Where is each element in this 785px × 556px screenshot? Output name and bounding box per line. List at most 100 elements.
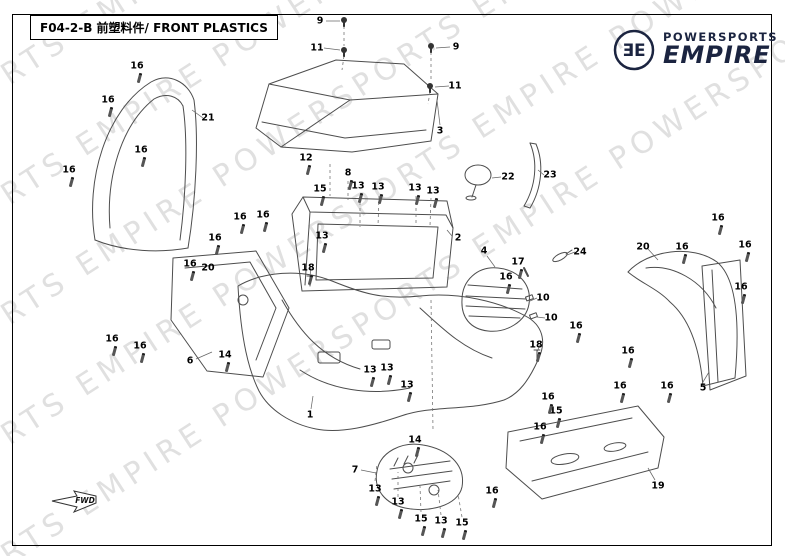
callout-16: 16 <box>101 94 115 106</box>
screw-icon <box>397 508 404 520</box>
callout-20: 20 <box>201 262 215 274</box>
screw-icon <box>575 332 582 344</box>
screw-icon <box>744 251 751 263</box>
callout-13: 13 <box>434 515 448 527</box>
logo-text: POWERSPORTS EMPIRE <box>663 31 778 68</box>
callout-6: 6 <box>186 355 194 367</box>
callout-24: 24 <box>573 246 587 258</box>
callout-16: 16 <box>130 60 144 72</box>
part-hood-3 <box>255 59 439 153</box>
logo-brand-bottom: EMPIRE <box>663 41 771 70</box>
callout-13: 13 <box>315 230 329 242</box>
callout-4: 4 <box>480 245 488 257</box>
part-bumper-7 <box>375 443 464 511</box>
title-box: F04-2-B 前塑料件/ FRONT PLASTICS <box>30 15 278 40</box>
callout-16: 16 <box>541 391 555 403</box>
callout-18: 18 <box>529 339 543 351</box>
screw-icon <box>539 433 546 445</box>
callout-13: 13 <box>351 180 365 192</box>
callout-2: 2 <box>454 232 462 244</box>
screw-icon <box>136 72 143 84</box>
logo-brand-top: POWERSPORTS <box>663 30 779 45</box>
screw-icon <box>357 192 364 204</box>
callout-16: 16 <box>533 421 547 433</box>
screw-icon <box>262 221 269 233</box>
screw-icon <box>224 361 231 373</box>
callout-13: 13 <box>368 483 382 495</box>
screw-icon <box>319 195 326 207</box>
screw-icon <box>369 376 376 388</box>
screw-icon <box>140 156 147 168</box>
screw-icon <box>414 446 421 458</box>
screw-icon <box>666 392 673 404</box>
callout-16: 16 <box>621 345 635 357</box>
logo-badge-icon: ƎE <box>613 29 655 71</box>
callout-18: 18 <box>301 262 315 274</box>
part-right-fender-20 <box>627 250 738 387</box>
callout-16: 16 <box>233 211 247 223</box>
callout-16: 16 <box>133 340 147 352</box>
alignment-dashed-lines <box>329 26 463 518</box>
callout-16: 16 <box>711 212 725 224</box>
callout-14: 14 <box>408 434 422 446</box>
screw-icon <box>627 357 634 369</box>
callout-12: 12 <box>299 152 313 164</box>
callout-9: 9 <box>316 15 324 27</box>
page-title: F04-2-B 前塑料件/ FRONT PLASTICS <box>40 21 268 35</box>
callout-19: 19 <box>651 480 665 492</box>
screw-icon <box>377 193 384 205</box>
callout-16: 16 <box>485 485 499 497</box>
part-body-1 <box>237 272 544 432</box>
callout-16: 16 <box>208 232 222 244</box>
callout-9: 9 <box>452 41 460 53</box>
callout-16: 16 <box>738 239 752 251</box>
screw-icon <box>214 244 221 256</box>
screw-icon <box>535 351 542 363</box>
screw-icon <box>740 293 747 305</box>
callout-16: 16 <box>660 380 674 392</box>
callout-16: 16 <box>62 164 76 176</box>
part-strip-23 <box>523 142 542 209</box>
screw-icon <box>517 268 524 280</box>
screw-icon <box>189 270 196 282</box>
callout-16: 16 <box>134 144 148 156</box>
callout-7: 7 <box>351 464 359 476</box>
screw-icon <box>555 417 562 429</box>
callout-15: 15 <box>414 513 428 525</box>
callout-13: 13 <box>380 362 394 374</box>
screw-icon <box>68 176 75 188</box>
callout-20: 20 <box>636 241 650 253</box>
screw-icon <box>139 352 146 364</box>
callout-16: 16 <box>734 281 748 293</box>
part-grille-4 <box>461 267 530 332</box>
callout-23: 23 <box>543 169 557 181</box>
callout-13: 13 <box>391 496 405 508</box>
logo-badge-glyph: ƎE <box>622 41 645 61</box>
screw-icon <box>414 194 421 206</box>
leader-lines <box>191 20 710 481</box>
callout-8: 8 <box>344 167 352 179</box>
screw-icon <box>717 224 724 236</box>
callout-13: 13 <box>400 379 414 391</box>
callout-15: 15 <box>313 183 327 195</box>
callout-21: 21 <box>201 112 215 124</box>
callout-22: 22 <box>501 171 515 183</box>
callout-15: 15 <box>549 405 563 417</box>
part-right-panel-5 <box>701 259 747 391</box>
screw-icon <box>420 525 427 537</box>
screw-icon <box>307 274 314 286</box>
brand-logo: ƎE POWERSPORTS EMPIRE <box>612 28 778 72</box>
part-cap-22 <box>464 164 492 201</box>
screw-icon <box>619 392 626 404</box>
screw-icon <box>305 164 312 176</box>
callout-13: 13 <box>371 181 385 193</box>
callout-16: 16 <box>499 271 513 283</box>
part-left-panel-6 <box>170 250 290 378</box>
callout-13: 13 <box>426 185 440 197</box>
screw-icon <box>432 197 439 209</box>
part-storage-box-2 <box>291 196 454 292</box>
screw-icon <box>491 497 498 509</box>
part-clips-10-17 <box>523 267 538 320</box>
